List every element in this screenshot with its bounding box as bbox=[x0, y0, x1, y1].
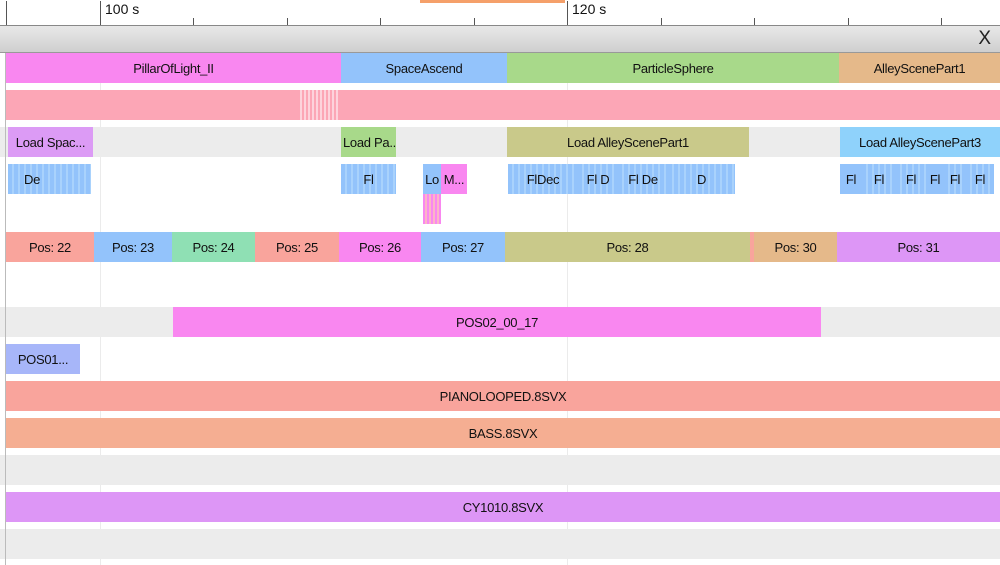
event-bar[interactable]: D bbox=[668, 164, 735, 194]
event-bar[interactable]: Fl bbox=[944, 164, 966, 194]
position-bar[interactable]: Pos: 27 bbox=[421, 232, 505, 262]
track-area: PillarOfLight_II SpaceAscend ParticleSph… bbox=[0, 53, 1000, 565]
load-bar[interactable]: Load Pa... bbox=[341, 127, 396, 157]
event-bar[interactable]: Fl De bbox=[618, 164, 668, 194]
event-bar[interactable]: Lo bbox=[423, 164, 441, 194]
scene-bar[interactable]: ParticleSphere bbox=[507, 53, 839, 83]
event-bar[interactable]: Fl bbox=[341, 164, 396, 194]
ruler-tick bbox=[193, 18, 194, 26]
ruler-tick-major bbox=[100, 1, 101, 26]
time-ruler[interactable]: 100 s 120 s bbox=[0, 0, 1000, 26]
event-bar[interactable]: Fl bbox=[896, 164, 926, 194]
close-button[interactable]: X bbox=[978, 28, 991, 49]
event-bar-sub[interactable] bbox=[423, 194, 441, 224]
event-lane: De Fl Lo M... FlDec Fl D Fl De D Fl Fl F… bbox=[0, 164, 1000, 226]
ruler-tick bbox=[848, 18, 849, 26]
sample-bar[interactable]: PIANOLOOPED.8SVX bbox=[6, 381, 1000, 411]
sample-lane-empty bbox=[0, 455, 1000, 485]
position-bar[interactable]: Pos: 31 bbox=[837, 232, 1000, 262]
track-left-edge bbox=[5, 53, 6, 565]
load-bar[interactable]: Load AlleyScenePart1 bbox=[507, 127, 749, 157]
ruler-border bbox=[0, 25, 1000, 26]
position-bar[interactable]: Pos: 30 bbox=[754, 232, 837, 262]
ruler-tick bbox=[754, 18, 755, 26]
activity-bar-dense-region[interactable] bbox=[298, 90, 340, 120]
panel-header: X bbox=[0, 26, 1000, 53]
ruler-tick bbox=[287, 18, 288, 26]
activity-lane bbox=[0, 90, 1000, 120]
load-lane: Load Spac... Load Pa... Load AlleySceneP… bbox=[0, 127, 1000, 157]
activity-bar[interactable] bbox=[6, 90, 1000, 120]
event-bar[interactable]: M... bbox=[441, 164, 467, 194]
scene-bar[interactable]: AlleyScenePart1 bbox=[839, 53, 1000, 83]
ruler-tick bbox=[6, 1, 7, 26]
position-bar[interactable]: Pos: 25 bbox=[255, 232, 339, 262]
sample-bar[interactable]: CY1010.8SVX bbox=[6, 492, 1000, 522]
position-bar[interactable]: Pos: 28 bbox=[505, 232, 750, 262]
event-bar[interactable]: De bbox=[8, 164, 91, 194]
sample-lane: BASS.8SVX bbox=[0, 418, 1000, 448]
sample-lane: CY1010.8SVX bbox=[0, 492, 1000, 522]
playhead-range-marker[interactable] bbox=[420, 0, 565, 3]
ruler-tick bbox=[380, 18, 381, 26]
pattern-lane: POS01... bbox=[0, 344, 1000, 374]
event-bar[interactable]: Fl bbox=[926, 164, 944, 194]
event-bar[interactable]: Fl bbox=[862, 164, 896, 194]
scene-bar[interactable]: SpaceAscend bbox=[341, 53, 507, 83]
position-bar-short[interactable] bbox=[750, 232, 754, 262]
sample-bar[interactable]: BASS.8SVX bbox=[6, 418, 1000, 448]
pattern-bar[interactable]: POS01... bbox=[6, 344, 80, 374]
event-bar[interactable]: FlDec bbox=[508, 164, 578, 194]
sample-lane-empty bbox=[0, 529, 1000, 559]
ruler-tick-major bbox=[567, 1, 568, 26]
load-bar[interactable]: Load AlleyScenePart3 bbox=[840, 127, 1000, 157]
ruler-tick bbox=[474, 18, 475, 26]
scene-bar[interactable]: PillarOfLight_II bbox=[6, 53, 341, 83]
scene-lane: PillarOfLight_II SpaceAscend ParticleSph… bbox=[0, 53, 1000, 83]
position-bar[interactable]: Pos: 24 bbox=[172, 232, 255, 262]
pattern-lane: POS02_00_17 bbox=[0, 307, 1000, 337]
ruler-label-100s: 100 s bbox=[105, 1, 140, 17]
load-bar[interactable]: Load Spac... bbox=[8, 127, 93, 157]
event-bar[interactable]: Fl bbox=[840, 164, 862, 194]
ruler-tick bbox=[661, 18, 662, 26]
event-bar[interactable]: Fl D bbox=[578, 164, 618, 194]
ruler-label-120s: 120 s bbox=[572, 1, 607, 17]
position-bar[interactable]: Pos: 23 bbox=[94, 232, 172, 262]
event-bar[interactable]: Fl bbox=[966, 164, 994, 194]
position-bar[interactable]: Pos: 26 bbox=[339, 232, 421, 262]
position-lane: Pos: 22 Pos: 23 Pos: 24 Pos: 25 Pos: 26 … bbox=[0, 232, 1000, 262]
sample-lane: PIANOLOOPED.8SVX bbox=[0, 381, 1000, 411]
pattern-bar[interactable]: POS02_00_17 bbox=[173, 307, 821, 337]
ruler-tick bbox=[941, 18, 942, 26]
position-bar[interactable]: Pos: 22 bbox=[6, 232, 94, 262]
